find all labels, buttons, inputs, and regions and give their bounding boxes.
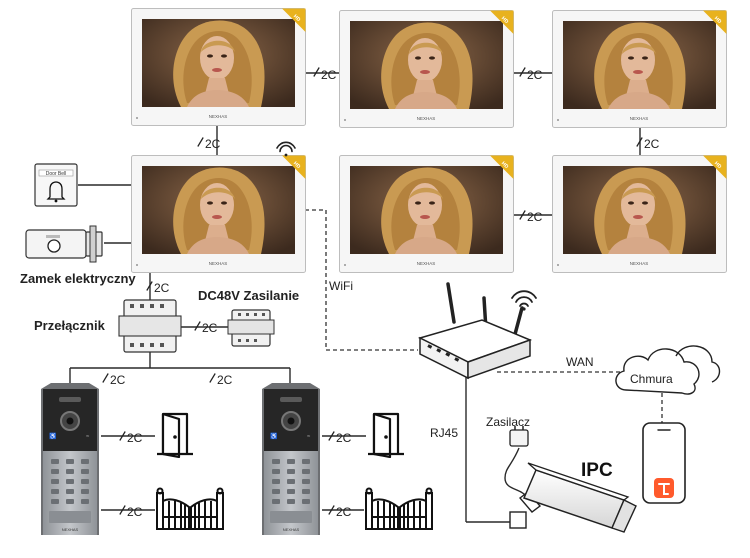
- svg-text:2C: 2C: [336, 431, 352, 445]
- switch-device: [118, 299, 182, 353]
- cloud-label: Chmura: [630, 372, 673, 386]
- wire-marker: 2C: [328, 504, 352, 519]
- outdoor-panel-left: [40, 383, 100, 535]
- rj45-label: RJ45: [430, 426, 458, 440]
- wire-marker: 2C: [197, 136, 221, 151]
- wire-marker: 2C: [519, 66, 543, 82]
- wire-marker: 2C: [194, 320, 218, 335]
- svg-text:2C: 2C: [527, 68, 543, 82]
- cloud-icon: [615, 345, 721, 395]
- lock-label: Zamek elektryczny: [20, 271, 136, 286]
- ipc-label: IPC: [581, 460, 613, 481]
- switch-label: Przełącznik: [34, 318, 106, 333]
- wifi-label: WiFi: [329, 279, 353, 293]
- bell-icon: [46, 181, 66, 203]
- svg-text:2C: 2C: [205, 137, 221, 151]
- wire-marker: 2C: [119, 430, 143, 445]
- svg-text:2C: 2C: [154, 281, 170, 295]
- svg-text:2C: 2C: [644, 137, 660, 151]
- wireless-lines: [305, 209, 663, 423]
- wifi-icon-router: [511, 290, 537, 311]
- power-supply-device: [227, 309, 275, 347]
- power-adapter-icon: [509, 426, 529, 447]
- wire-marker: 2C: [146, 280, 170, 295]
- svg-text:2C: 2C: [217, 373, 233, 387]
- gate-icon-right: [365, 487, 433, 530]
- monitor-top-middle: [339, 10, 514, 128]
- wire-marker: 2C: [636, 136, 660, 151]
- svg-text:2C: 2C: [321, 68, 337, 82]
- router-device: [417, 282, 533, 380]
- wire-marker: 2C: [328, 430, 352, 445]
- ip-camera-device: [509, 462, 637, 533]
- door-icon-left: [155, 412, 195, 458]
- svg-text:2C: 2C: [336, 505, 352, 519]
- wire-marker: 2C: [519, 209, 543, 224]
- tuya-app-icon: [654, 478, 674, 498]
- wire-marker: 2C: [119, 504, 143, 519]
- wire-marker: 2C: [313, 66, 337, 82]
- svg-text:2C: 2C: [127, 431, 143, 445]
- svg-text:Door Bell: Door Bell: [46, 171, 67, 177]
- wire-marker: 2C: [102, 372, 126, 387]
- wire-markers: 2C 2C 2C 2C 2C 2C 2C 2C 2C 2C 2C 2C 2C: [102, 66, 660, 519]
- wire-marker: 2C: [209, 372, 233, 387]
- svg-text:2C: 2C: [127, 505, 143, 519]
- monitor-second-right: [552, 155, 727, 273]
- monitor-top-right: [552, 10, 727, 128]
- ipc-power-label: Zasilacz: [486, 415, 530, 429]
- svg-text:2C: 2C: [202, 321, 218, 335]
- gate-icon-left: [156, 487, 224, 530]
- wiring-lines: [69, 72, 641, 523]
- smartphone-icon: [642, 422, 686, 504]
- door-icon-right: [366, 412, 406, 458]
- svg-text:2C: 2C: [527, 210, 543, 224]
- door-bell-device: Door Bell: [34, 163, 78, 207]
- outdoor-panel-right: [261, 383, 321, 535]
- monitor-main: [131, 155, 306, 273]
- electric-lock-device: [25, 225, 103, 263]
- svg-text:2C: 2C: [110, 373, 126, 387]
- power-label: DC48V Zasilanie: [198, 288, 299, 303]
- wan-label: WAN: [566, 355, 594, 369]
- wifi-icon-monitor: [276, 141, 296, 157]
- monitor-second-middle: [339, 155, 514, 273]
- monitor-top-left: [131, 8, 306, 126]
